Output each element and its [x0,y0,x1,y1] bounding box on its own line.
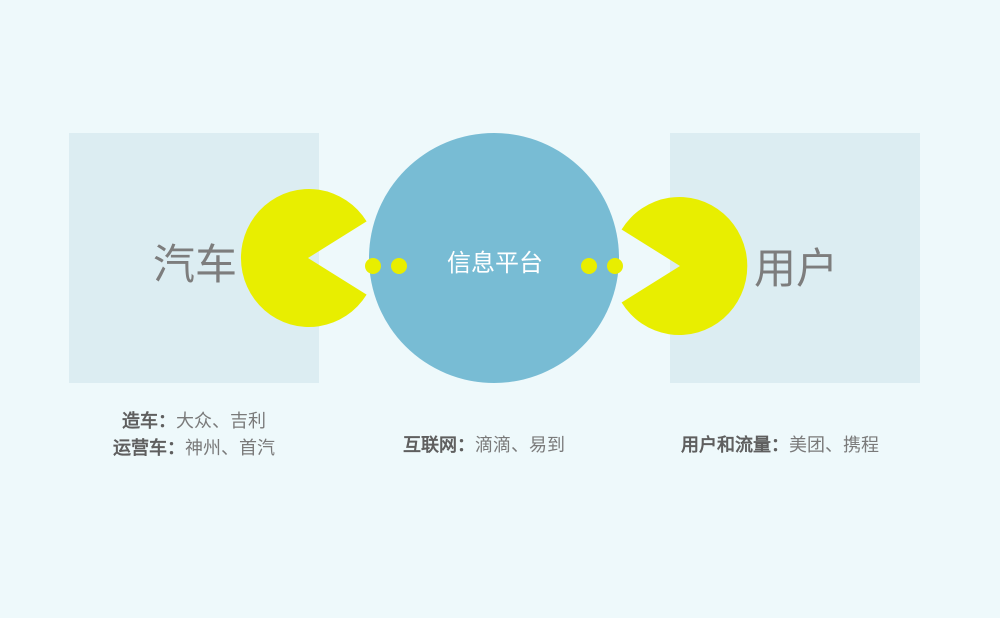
caption-value: 大众、吉利 [176,411,266,432]
caption-key: 用户和流量： [681,435,789,456]
left-dot-2 [391,258,407,274]
caption-value: 美团、携程 [789,435,879,456]
right-dot-1 [581,258,597,274]
platform-label: 信息平台 [447,249,543,277]
platform-caption: 互联网：滴滴、易到 [403,432,565,459]
car-label: 汽车 [153,240,238,289]
right-pacman-icon [621,197,748,335]
user-caption: 用户和流量：美团、携程 [681,432,879,459]
caption-key: 互联网： [403,435,475,456]
caption-key: 运营车： [113,438,185,459]
left-pacman-icon [240,188,367,327]
caption-line-operation: 运营车：神州、首汽 [102,435,286,462]
car-caption: 造车：大众、吉利 运营车：神州、首汽 [102,408,286,462]
user-label: 用户 [754,244,839,293]
right-dot-2 [607,258,623,274]
caption-key: 造车： [122,411,176,432]
caption-line-manufacture: 造车：大众、吉利 [102,408,286,435]
left-dot-1 [365,258,381,274]
caption-value: 滴滴、易到 [475,435,565,456]
platform-circle [369,133,619,383]
caption-value: 神州、首汽 [185,438,275,459]
